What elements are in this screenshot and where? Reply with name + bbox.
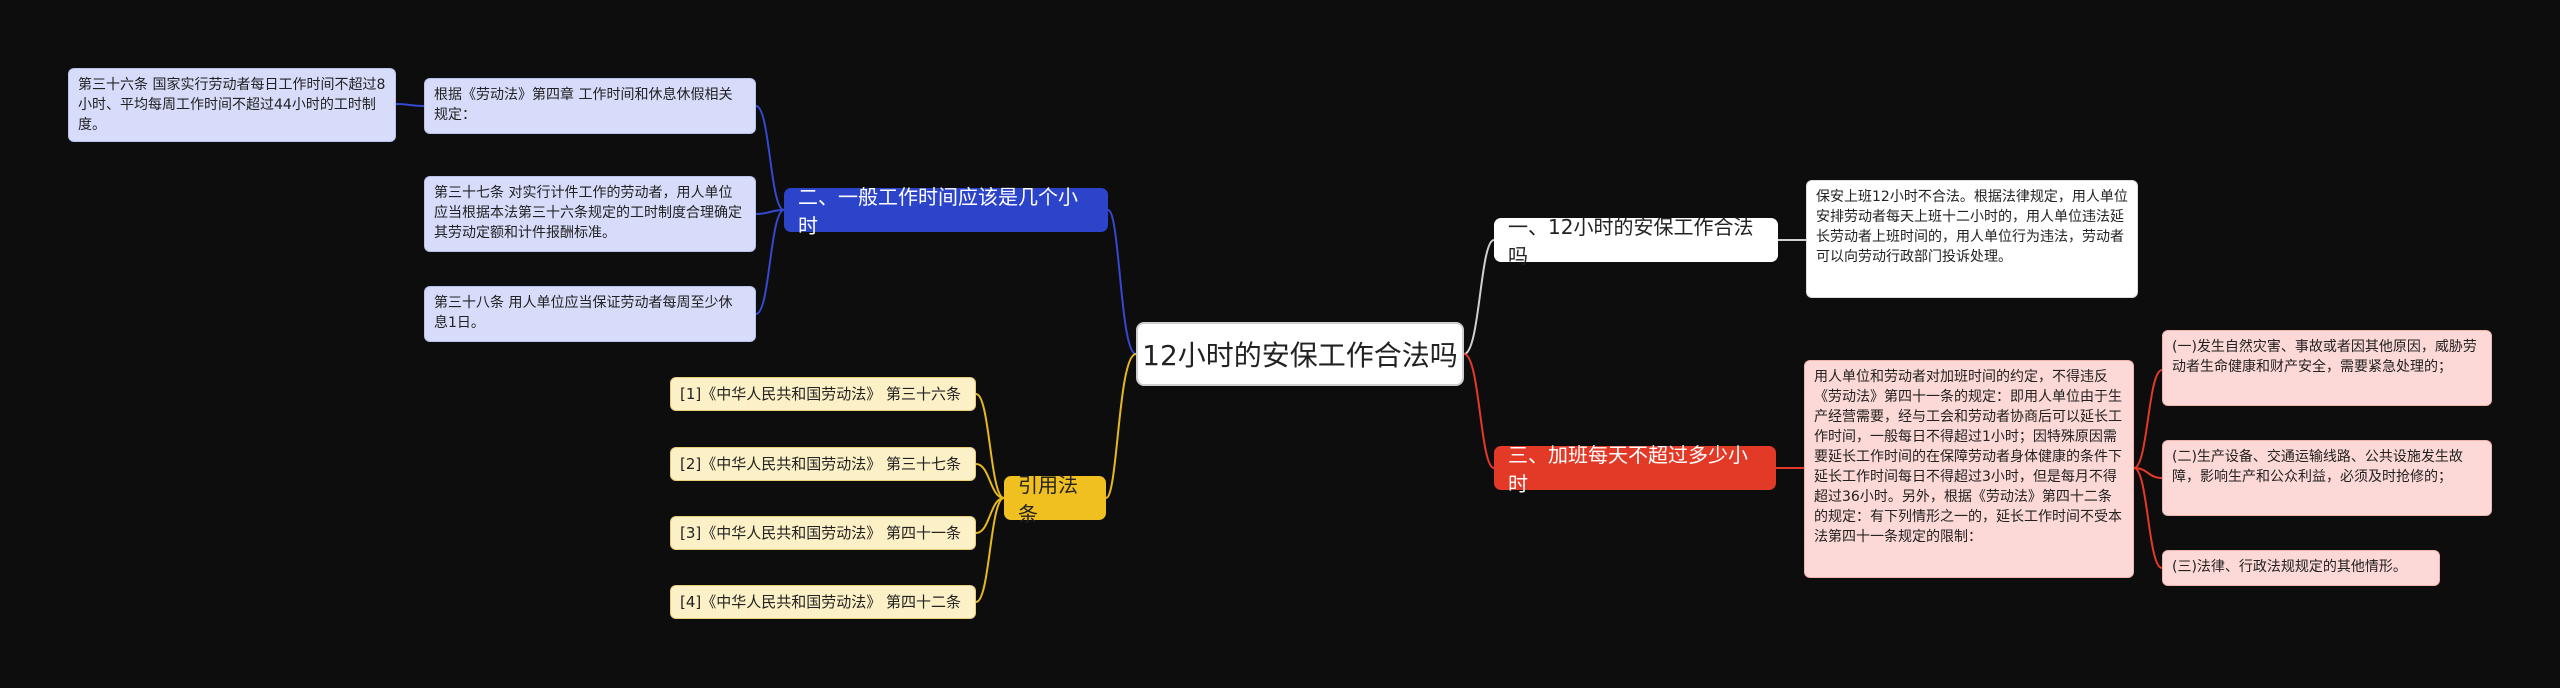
link-overtime-item-1 [2133,369,2163,469]
central-topic[interactable]: 12小时的安保工作合法吗 [1136,322,1464,386]
branch-legality[interactable]: 一、12小时的安保工作合法吗 [1494,215,1778,268]
general-hours-item-2[interactable]: 第三十七条 对实行计件工作的劳动者，用人单位应当根据本法第三十六条规定的工时制度… [424,176,756,252]
overtime-item-1[interactable]: (一)发生自然灾害、事故或者因其他原因，威胁劳动者生命健康和财产安全，需要紧急处… [2162,330,2492,406]
link-center-legality [1463,239,1495,355]
link-center-citations [1105,353,1137,499]
link-citation-4 [975,497,1005,603]
citation-item-3[interactable]: [3]《中华人民共和国劳动法》 第四十一条 [670,516,976,550]
link-center-overtime [1463,353,1495,469]
link-center-general [1107,209,1137,355]
branch-general-hours[interactable]: 二、一般工作时间应该是几个小时 [784,185,1108,238]
legality-detail[interactable]: 保安上班12小时不合法。根据法律规定，用人单位安排劳动者每天上班十二小时的，用人… [1806,180,2138,298]
overtime-detail[interactable]: 用人单位和劳动者对加班时间的约定，不得违反《劳动法》第四十一条的规定：即用人单位… [1804,360,2134,578]
overtime-item-2[interactable]: (二)生产设备、交通运输线路、公共设施发生故障，影响生产和公众利益，必须及时抢修… [2162,440,2492,516]
link-overtime-item-2 [2133,467,2163,479]
general-hours-item-1[interactable]: 根据《劳动法》第四章 工作时间和休息休假相关规定： [424,78,756,134]
link-overtime-item-3 [2133,467,2163,569]
overtime-item-3[interactable]: (三)法律、行政法规规定的其他情形。 [2162,550,2440,586]
citation-item-4[interactable]: [4]《中华人民共和国劳动法》 第四十二条 [670,585,976,619]
general-hours-sub-leaf[interactable]: 第三十六条 国家实行劳动者每日工作时间不超过8小时、平均每周工作时间不超过44小… [68,68,396,142]
link-general-sub [395,103,425,107]
link-citation-1 [975,393,1005,499]
branch-overtime[interactable]: 三、加班每天不超过多少小时 [1494,443,1776,496]
citation-item-1[interactable]: [1]《中华人民共和国劳动法》 第三十六条 [670,377,976,411]
link-general-item-3 [755,209,785,315]
link-general-item-1 [755,105,785,211]
citation-item-2[interactable]: [2]《中华人民共和国劳动法》 第三十七条 [670,447,976,481]
link-citation-2 [975,463,1005,499]
link-general-item-2 [755,209,785,215]
branch-citations[interactable]: 引用法条 [1004,473,1106,526]
general-hours-item-3[interactable]: 第三十八条 用人单位应当保证劳动者每周至少休息1日。 [424,286,756,342]
